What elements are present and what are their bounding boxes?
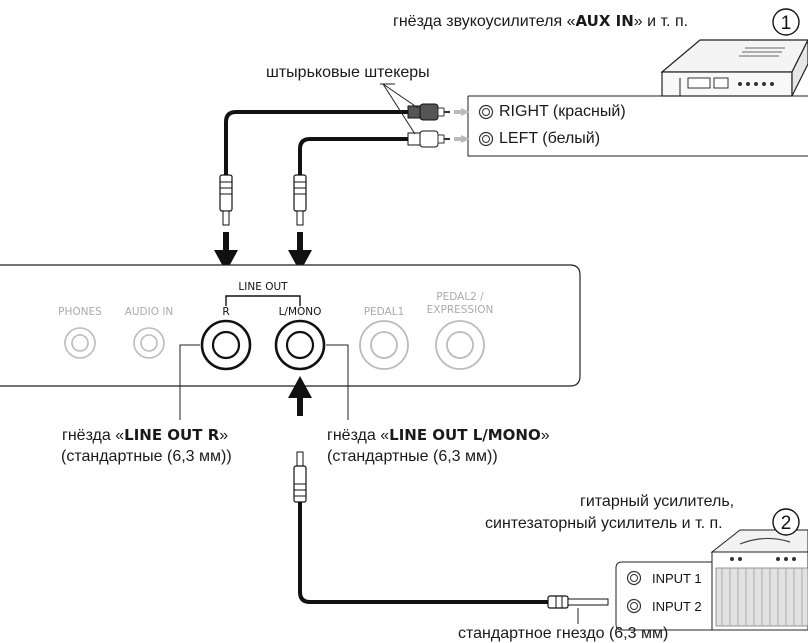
audio-in-jack-icon xyxy=(133,327,165,359)
line-out-l-bold: LINE OUT L/MONO xyxy=(389,426,541,444)
pedal1-jack-icon xyxy=(359,320,409,370)
phone-plug-bottom-icon xyxy=(293,451,307,503)
aux-in-suffix: » и т. п. xyxy=(633,13,689,30)
cable-bottom xyxy=(298,502,548,604)
phone-plug-amp-icon xyxy=(547,595,609,609)
line-out-r-spec: (стандартные (6,3 мм)) xyxy=(61,448,232,465)
phones-jack-icon xyxy=(64,327,96,359)
circled-number-1: 1 xyxy=(772,8,800,36)
line-out-l-spec: (стандартные (6,3 мм)) xyxy=(327,448,498,465)
input2-jack-icon xyxy=(626,598,642,614)
plugs-pointer-line xyxy=(382,83,416,135)
lmono-pointer-line xyxy=(326,344,349,420)
arrow-down-icon xyxy=(288,232,312,272)
line-out-l-callout: гнёзда «LINE OUT L/MONO» xyxy=(327,426,550,445)
line-out-l-prefix: гнёзда « xyxy=(327,427,390,444)
arrow-down-icon xyxy=(214,232,238,272)
lmono-label: L/MONO xyxy=(279,306,322,318)
phone-plug-l-icon xyxy=(293,174,307,226)
pedal2-jack-icon xyxy=(435,320,485,370)
audio-in-label: AUDIO IN xyxy=(125,306,174,318)
line-out-lmono-jack-icon xyxy=(274,319,326,371)
input2-label: INPUT 2 xyxy=(652,599,702,614)
cable-left xyxy=(298,137,408,175)
pedal1-label: PEDAL1 xyxy=(364,306,405,318)
r-label: R xyxy=(222,306,229,318)
rca-plug-left-icon xyxy=(407,130,450,148)
plugs-pointer-line xyxy=(382,83,419,109)
arrow-up-icon xyxy=(288,376,312,416)
aux-in-prefix: гнёзда звукоусилителя « xyxy=(393,13,576,30)
line-out-bracket xyxy=(225,295,301,306)
input1-label: INPUT 1 xyxy=(652,571,702,586)
guitar-amp-line1: гитарный усилитель, xyxy=(580,493,735,510)
rca-plug-right-icon xyxy=(407,103,450,121)
aux-in-callout: гнёзда звукоусилителя «AUX IN» и т. п. xyxy=(393,12,688,31)
number-1-text: 1 xyxy=(781,13,792,34)
circled-number-2: 2 xyxy=(772,508,800,536)
line-out-label: LINE OUT xyxy=(238,281,288,293)
rca-jack-box xyxy=(467,95,808,157)
input1-jack-icon xyxy=(626,570,642,586)
audio-amplifier-icon xyxy=(660,39,808,97)
standard-jack-label: стандартное гнездо (6,3 мм) xyxy=(458,625,669,642)
rca-left-label: LEFT (белый) xyxy=(499,130,601,147)
line-out-r-prefix: гнёзда « xyxy=(62,427,125,444)
pedal2-label-line1: PEDAL2 / xyxy=(436,291,484,303)
rca-right-label: RIGHT (красный) xyxy=(499,103,626,120)
line-out-l-suffix: » xyxy=(540,427,550,444)
pedal2-label-line2: EXPRESSION xyxy=(427,304,494,316)
rca-left-jack-icon xyxy=(478,131,494,147)
line-out-r-jack-icon xyxy=(200,319,252,371)
guitar-amp-line2: синтезаторный усилитель и т. п. xyxy=(485,515,723,532)
phones-label: PHONES xyxy=(58,306,102,318)
line-out-r-callout: гнёзда «LINE OUT R» xyxy=(62,426,228,445)
insert-arrow-icon xyxy=(461,135,470,143)
guitar-amplifier-icon xyxy=(710,529,808,631)
r-pointer-line xyxy=(179,344,200,420)
phone-plug-r-icon xyxy=(219,174,233,226)
insert-arrow-icon xyxy=(461,108,470,116)
cable-right xyxy=(224,110,408,175)
line-out-r-suffix: » xyxy=(219,427,229,444)
rca-right-jack-icon xyxy=(478,104,494,120)
plugs-label: штырьковые штекеры xyxy=(266,64,430,81)
number-2-text: 2 xyxy=(781,513,792,534)
line-out-r-bold: LINE OUT R xyxy=(124,426,220,444)
aux-in-bold: AUX IN xyxy=(575,12,634,30)
